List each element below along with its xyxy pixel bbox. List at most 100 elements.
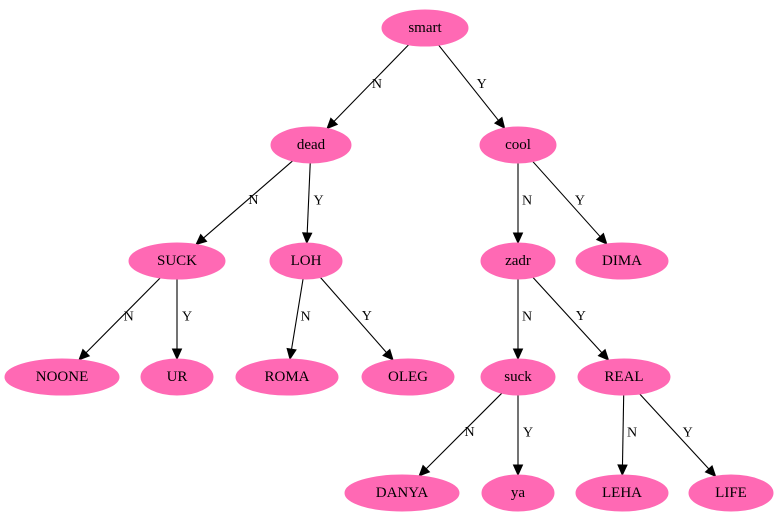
edge-label: Y bbox=[575, 193, 585, 208]
node-DANYA: DANYA bbox=[344, 474, 460, 512]
edge-label: N bbox=[627, 426, 637, 441]
node-label: LEHA bbox=[602, 485, 642, 501]
node-ellipse bbox=[4, 358, 120, 396]
node-label: LOH bbox=[291, 253, 322, 269]
node-smart: smart bbox=[381, 9, 469, 47]
node-NOONE: NOONE bbox=[4, 358, 120, 396]
node-zadr: zadr bbox=[480, 242, 556, 280]
node-LEHA: LEHA bbox=[575, 474, 669, 512]
node-UR: UR bbox=[140, 358, 214, 396]
edge-LOH-ROMA: N bbox=[286, 278, 311, 361]
node-label: zadr bbox=[505, 253, 531, 269]
node-ellipse bbox=[575, 242, 669, 280]
arrowhead-icon bbox=[704, 464, 717, 478]
edge-cool-DIMA: Y bbox=[532, 161, 608, 245]
edge-smart-cool: Y bbox=[438, 44, 506, 130]
edge-line bbox=[320, 277, 387, 353]
arrowhead-icon bbox=[597, 348, 610, 361]
node-ya: ya bbox=[481, 474, 555, 512]
edge-label: Y bbox=[182, 310, 192, 325]
edge-line bbox=[203, 160, 293, 239]
node-ellipse bbox=[361, 358, 455, 396]
arrowhead-icon bbox=[301, 232, 313, 245]
node-REAL: REAL bbox=[577, 358, 671, 396]
edge-suck-DANYA: N bbox=[418, 392, 503, 477]
node-label: ya bbox=[511, 485, 526, 501]
node-label: suck bbox=[504, 369, 532, 385]
edge-REAL-LIFE: Y bbox=[639, 393, 717, 478]
node-ROMA: ROMA bbox=[235, 358, 339, 396]
edge-line bbox=[85, 277, 161, 354]
node-ellipse bbox=[235, 358, 339, 396]
edge-label: N bbox=[372, 77, 382, 92]
node-ellipse bbox=[269, 242, 343, 280]
edge-line bbox=[532, 161, 601, 237]
node-LIFE: LIFE bbox=[688, 474, 774, 512]
node-ellipse bbox=[128, 242, 226, 280]
node-ellipse bbox=[480, 242, 556, 280]
arrowhead-icon bbox=[382, 348, 394, 361]
node-label: NOONE bbox=[36, 369, 89, 385]
arrowhead-icon bbox=[512, 348, 524, 361]
arrowhead-icon bbox=[617, 464, 628, 477]
edge-zadr-REAL: Y bbox=[532, 277, 610, 361]
arrowhead-icon bbox=[171, 348, 183, 361]
node-ellipse bbox=[344, 474, 460, 512]
edge-label: Y bbox=[576, 309, 586, 324]
node-ellipse bbox=[577, 358, 671, 396]
arrowhead-icon bbox=[493, 116, 506, 130]
node-ellipse bbox=[270, 126, 352, 164]
node-ellipse bbox=[481, 474, 555, 512]
edge-suck-ya: Y bbox=[512, 395, 533, 477]
node-ellipse bbox=[575, 474, 669, 512]
edge-label: N bbox=[248, 193, 258, 208]
node-label: DANYA bbox=[376, 485, 429, 501]
node-label: SUCK bbox=[157, 253, 197, 269]
node-ellipse bbox=[140, 358, 214, 396]
edge-label: N bbox=[124, 309, 134, 324]
edge-label: Y bbox=[313, 194, 323, 209]
node-label: DIMA bbox=[602, 253, 642, 269]
edge-line bbox=[532, 277, 603, 354]
arrowhead-icon bbox=[512, 232, 524, 245]
edge-line bbox=[425, 392, 503, 470]
node-LOH: LOH bbox=[269, 242, 343, 280]
edge-line bbox=[333, 44, 410, 122]
node-ellipse bbox=[381, 9, 469, 47]
node-label: OLEG bbox=[388, 369, 428, 385]
arrowhead-icon bbox=[286, 347, 297, 361]
edge-REAL-LEHA: N bbox=[617, 394, 637, 477]
node-label: REAL bbox=[604, 369, 643, 385]
edge-line bbox=[291, 278, 304, 350]
edge-SUCK-NOONE: N bbox=[78, 277, 161, 361]
edge-LOH-OLEG: Y bbox=[320, 277, 394, 361]
edge-line bbox=[438, 44, 499, 121]
edge-cool-zadr: N bbox=[512, 163, 532, 245]
edge-label: N bbox=[522, 310, 532, 325]
node-ellipse bbox=[480, 358, 556, 396]
edge-label: N bbox=[301, 309, 311, 324]
edge-label: N bbox=[464, 425, 474, 440]
node-DIMA: DIMA bbox=[575, 242, 669, 280]
node-label: ROMA bbox=[264, 369, 309, 385]
edge-label: Y bbox=[523, 426, 533, 441]
node-cool: cool bbox=[479, 126, 557, 164]
edge-line bbox=[639, 393, 710, 470]
node-ellipse bbox=[688, 474, 774, 512]
edge-dead-LOH: Y bbox=[301, 162, 324, 245]
edge-SUCK-UR: Y bbox=[171, 279, 192, 361]
arrowhead-icon bbox=[512, 464, 524, 477]
node-OLEG: OLEG bbox=[361, 358, 455, 396]
edge-label: N bbox=[522, 194, 532, 209]
arrowhead-icon bbox=[418, 464, 431, 477]
node-SUCK: SUCK bbox=[128, 242, 226, 280]
edge-zadr-suck: N bbox=[512, 279, 532, 361]
node-suck: suck bbox=[480, 358, 556, 396]
arrowhead-icon bbox=[78, 348, 91, 361]
edge-line bbox=[621, 394, 625, 466]
arrowhead-icon bbox=[595, 232, 608, 245]
node-ellipse bbox=[479, 126, 557, 164]
edge-label: Y bbox=[683, 426, 693, 441]
